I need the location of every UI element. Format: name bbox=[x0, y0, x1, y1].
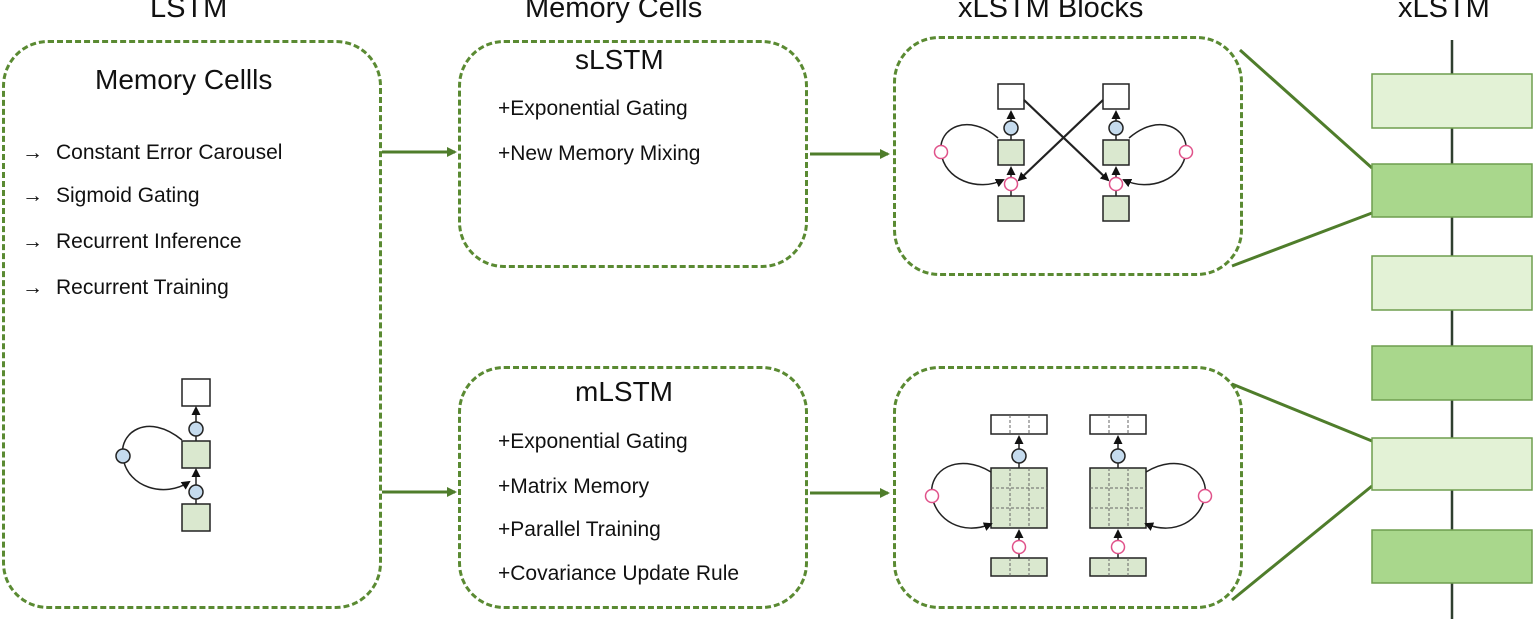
slstm-cell-right bbox=[1102, 139, 1130, 166]
stack-block-slstm bbox=[1371, 255, 1533, 311]
slstm-mix-arrow bbox=[1017, 99, 1104, 182]
slstm-input-right bbox=[1102, 195, 1130, 222]
slstm-item: +Exponential Gating bbox=[498, 97, 688, 120]
header-lstm: LSTM bbox=[150, 0, 228, 24]
mlstm-loop-left bbox=[931, 462, 993, 531]
zoom-lines bbox=[1231, 48, 1373, 602]
lstm-item-label: Constant Error Carousel bbox=[56, 141, 283, 164]
mlstm-output-right bbox=[1089, 414, 1147, 435]
slstm-output-left bbox=[997, 83, 1025, 110]
mlstm-box bbox=[458, 366, 808, 609]
mlstm-block-diagram bbox=[924, 414, 1213, 577]
mlstm-gate-pink bbox=[1197, 488, 1213, 504]
lstm-item-training: → Recurrent Training bbox=[22, 276, 229, 300]
zoom-line bbox=[1239, 48, 1373, 170]
slstm-loop-left bbox=[940, 124, 1005, 188]
arrow-right-icon: → bbox=[22, 141, 43, 164]
lstm-item-sigmoid: → Sigmoid Gating bbox=[22, 184, 200, 208]
mlstm-gate-blue bbox=[1110, 448, 1126, 464]
lstm-input-box bbox=[181, 503, 211, 532]
slstm-box bbox=[458, 40, 808, 268]
xlstm-stack bbox=[1371, 40, 1533, 619]
mlstm-box-title: mLSTM bbox=[575, 376, 673, 407]
stack-block-mlstm bbox=[1371, 345, 1533, 401]
arrow-right-icon: → bbox=[22, 184, 43, 207]
lstm-output-box bbox=[181, 378, 211, 407]
zoom-line bbox=[1231, 484, 1373, 602]
slstm-item: +New Memory Mixing bbox=[498, 142, 701, 165]
mlstm-item: +Exponential Gating bbox=[498, 430, 688, 453]
arrow-right-icon: → bbox=[22, 230, 43, 253]
lstm-item-label: Recurrent Inference bbox=[56, 230, 242, 253]
lstm-memory-cell bbox=[181, 440, 211, 469]
mlstm-gate-pink bbox=[1011, 539, 1027, 555]
mlstm-matrix-right bbox=[1089, 467, 1147, 529]
stack-block-slstm bbox=[1371, 73, 1533, 129]
lstm-cell-diagram bbox=[115, 378, 211, 532]
zoom-line bbox=[1231, 211, 1373, 268]
slstm-loop-right bbox=[1122, 124, 1187, 188]
slstm-gate-pink bbox=[933, 144, 949, 160]
lstm-gate-input bbox=[188, 484, 204, 500]
mlstm-item: +Covariance Update Rule bbox=[498, 562, 740, 585]
slstm-output-right bbox=[1102, 83, 1130, 110]
lstm-box-title: Memory Cellls bbox=[95, 64, 273, 95]
lstm-item-label: Recurrent Training bbox=[56, 276, 229, 299]
slstm-gate-blue bbox=[1003, 120, 1019, 136]
header-xlstm: xLSTM bbox=[1398, 0, 1490, 24]
mlstm-matrix-left bbox=[990, 467, 1048, 529]
mlstm-block-box bbox=[893, 366, 1243, 609]
slstm-box-title: sLSTM bbox=[575, 44, 664, 75]
slstm-mix-arrow bbox=[1023, 99, 1110, 182]
arrow-right-icon: → bbox=[22, 276, 43, 299]
mlstm-gate-blue bbox=[1011, 448, 1027, 464]
lstm-gate-output bbox=[188, 421, 204, 437]
mlstm-loop-right bbox=[1144, 462, 1206, 531]
stack-block-mlstm bbox=[1371, 529, 1533, 584]
mlstm-item: +Matrix Memory bbox=[498, 475, 650, 498]
lstm-item-label: Sigmoid Gating bbox=[56, 184, 200, 207]
slstm-cell-left bbox=[997, 139, 1025, 166]
mlstm-item: +Parallel Training bbox=[498, 518, 661, 541]
mlstm-gate-pink bbox=[1110, 539, 1126, 555]
slstm-gate-pink bbox=[1003, 176, 1019, 192]
slstm-gate-pink bbox=[1178, 144, 1194, 160]
slstm-gate-blue bbox=[1108, 120, 1124, 136]
mlstm-gate-pink bbox=[924, 488, 940, 504]
lstm-item-inference: → Recurrent Inference bbox=[22, 230, 242, 254]
slstm-block-diagram bbox=[933, 83, 1194, 222]
header-xlstm-blocks: xLSTM Blocks bbox=[958, 0, 1144, 24]
lstm-gate-forget bbox=[115, 448, 131, 464]
stack-block-mlstm bbox=[1371, 163, 1533, 218]
stack-block-slstm bbox=[1371, 437, 1533, 491]
flow-arrows bbox=[382, 147, 890, 498]
header-memory-cells: Memory Cells bbox=[525, 0, 703, 24]
slstm-gate-pink bbox=[1108, 176, 1124, 192]
lstm-recurrent-loop bbox=[121, 425, 191, 491]
zoom-line bbox=[1231, 382, 1373, 443]
lstm-item-cec: → Constant Error Carousel bbox=[22, 141, 282, 165]
slstm-input-left bbox=[997, 195, 1025, 222]
mlstm-input-right bbox=[1089, 557, 1147, 577]
mlstm-input-left bbox=[990, 557, 1048, 577]
mlstm-output-left bbox=[990, 414, 1048, 435]
